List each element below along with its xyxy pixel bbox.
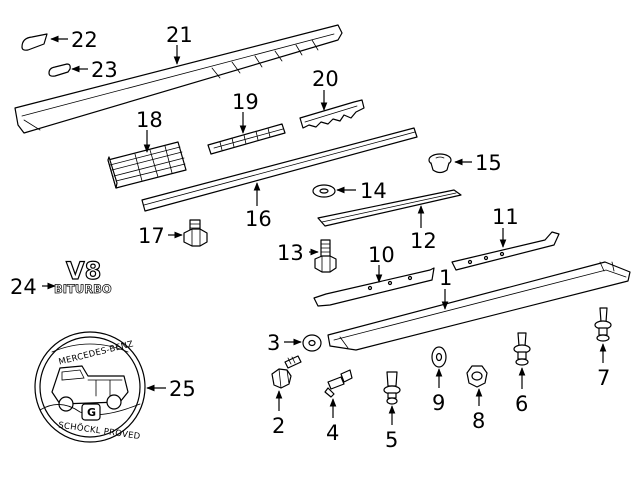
emblem-g-letter: G — [87, 406, 96, 419]
callout-1: 1 — [439, 266, 452, 290]
part-11-bracket — [451, 231, 560, 271]
callout-13: 13 — [277, 241, 304, 265]
callout-23: 23 — [91, 58, 118, 82]
part-18-clip-block — [107, 141, 187, 189]
callout-17: 17 — [138, 224, 165, 248]
callout-14: 14 — [360, 179, 387, 203]
callout-3: 3 — [267, 331, 280, 355]
part-13-bolt — [314, 239, 337, 273]
part-22-emblem-clip — [21, 33, 48, 51]
part-5-push-clip — [383, 371, 401, 405]
part-23-clip — [48, 63, 71, 77]
callout-8: 8 — [472, 409, 485, 433]
badge-biturbo-text: BITURBO — [54, 282, 112, 296]
callout-16: 16 — [245, 207, 272, 231]
part-7-push-clip — [594, 307, 612, 342]
part-16-strip — [141, 127, 418, 212]
part-1-running-board — [327, 261, 631, 351]
callout-11: 11 — [492, 205, 519, 229]
callout-labels: 1 2 3 4 5 6 7 8 9 10 11 12 13 14 15 16 1… — [10, 23, 610, 452]
callout-18: 18 — [136, 108, 163, 132]
callout-24: 24 — [10, 275, 37, 299]
callout-4: 4 — [326, 421, 339, 445]
part-24-v8-biturbo-badge: V8 BITURBO — [54, 256, 113, 296]
part-2-screw — [271, 355, 302, 389]
part-3-washer — [302, 334, 322, 352]
callout-20: 20 — [312, 67, 339, 91]
part-8-nut — [466, 365, 488, 388]
callout-6: 6 — [515, 392, 528, 416]
part-14-washer — [312, 184, 336, 198]
callout-2: 2 — [272, 414, 285, 438]
part-21-molding — [14, 24, 343, 134]
part-12-strip — [317, 189, 462, 227]
callout-7: 7 — [597, 366, 610, 390]
part-15-push-nut — [428, 153, 452, 174]
callout-12: 12 — [410, 229, 437, 253]
part-19-clip-strip — [207, 123, 286, 155]
part-25-schockl-emblem: MERCEDES-BENZ G SCHÖCKL PROVED — [34, 331, 146, 443]
callout-15: 15 — [475, 151, 502, 175]
leader-lines — [42, 35, 607, 425]
callout-10: 10 — [368, 243, 395, 267]
callout-5: 5 — [385, 428, 398, 452]
part-6-push-clip — [513, 332, 531, 366]
callout-22: 22 — [71, 28, 98, 52]
part-17-bolt — [183, 219, 208, 247]
callout-9: 9 — [432, 391, 445, 415]
callout-21: 21 — [166, 23, 193, 47]
part-10-bracket — [313, 267, 435, 307]
part-4-clip — [324, 369, 353, 398]
badge-v8-text: V8 — [66, 257, 101, 285]
callout-25: 25 — [169, 377, 196, 401]
part-9-washer — [431, 346, 447, 368]
part-20-retainer — [299, 99, 365, 129]
callout-19: 19 — [232, 90, 259, 114]
